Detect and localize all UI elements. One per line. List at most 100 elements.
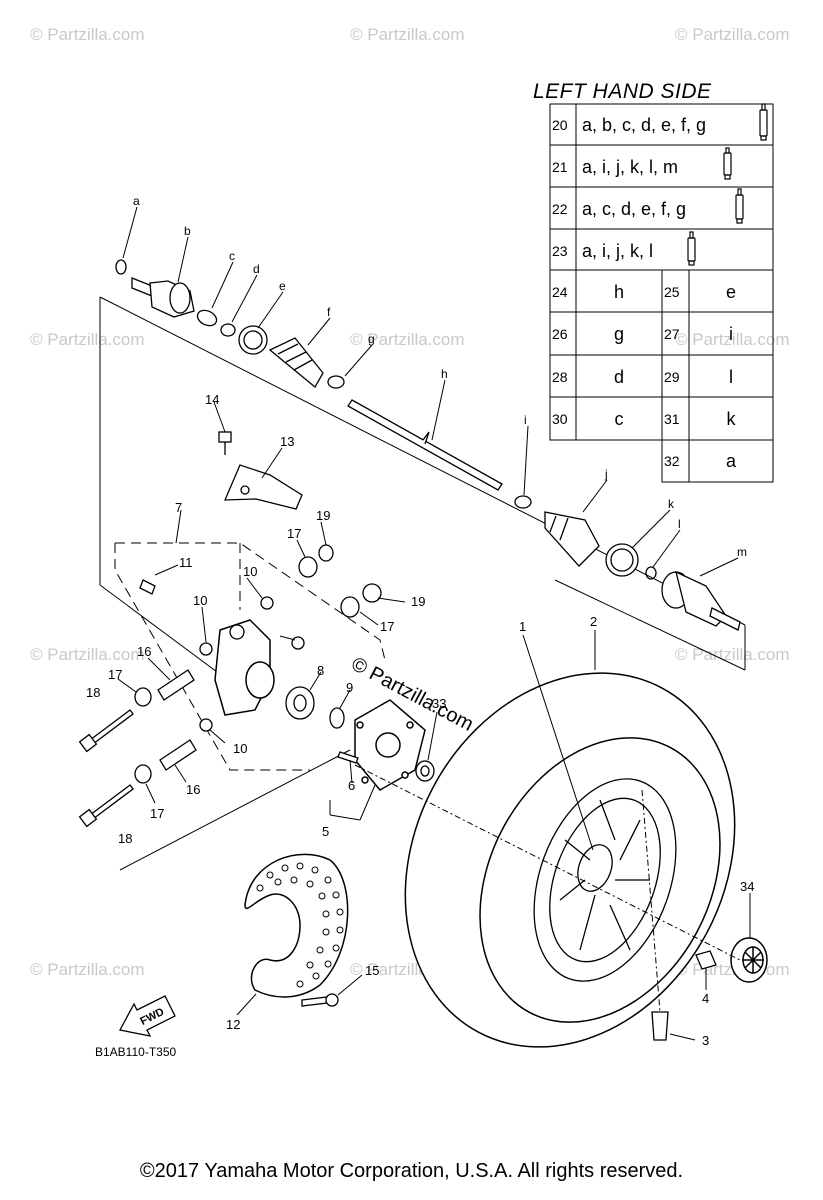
callout-label: 17: [380, 619, 394, 634]
copyright-notice: ©2017 Yamaha Motor Corporation, U.S.A. A…: [139, 1160, 684, 1182]
callout-label: 11: [179, 555, 193, 570]
nut-33: [415, 760, 435, 782]
letter-label: c: [229, 249, 235, 263]
table-row-number: 24: [552, 284, 568, 300]
wheel-nut-4: [695, 950, 717, 970]
callout-label: 14: [205, 392, 219, 407]
boot-j: [544, 511, 600, 567]
grease-tube-icon: [723, 147, 732, 180]
table-row-text: g: [614, 324, 624, 344]
watermark: © Partzilla.com: [350, 25, 465, 44]
table-row-text: a: [726, 451, 737, 471]
letter-label: j: [604, 467, 608, 481]
callout-label: 9: [346, 680, 353, 695]
table-row-text: l: [729, 367, 733, 387]
callout-label: 15: [365, 963, 379, 978]
table-row-number: 29: [664, 369, 680, 385]
bolts-18: [78, 709, 134, 828]
watermark: © Partzilla.com: [30, 330, 145, 349]
grease-tube-icon: [735, 188, 744, 224]
bearing-8: [285, 686, 315, 720]
table-row-text: h: [614, 282, 624, 302]
callout-label: 34: [740, 879, 754, 894]
bracket-13: [224, 464, 303, 510]
band-e: [238, 325, 268, 355]
table-row-text: a, i, j, k, l, m: [582, 157, 678, 177]
callout-label: 3: [702, 1033, 709, 1048]
cv-joint-inner: [131, 277, 195, 318]
letter-label: m: [737, 545, 747, 559]
callout-label: 4: [702, 991, 709, 1006]
watermark: © Partzilla.com: [675, 645, 790, 664]
leader-lines: [117, 206, 751, 1041]
bolt-14: [218, 431, 232, 455]
callout-label: 1: [519, 619, 526, 634]
letter-label: i: [524, 413, 527, 427]
table-row-number: 20: [552, 117, 568, 133]
letter-label: f: [327, 305, 331, 319]
callout-label: 12: [226, 1017, 240, 1032]
letter-label: e: [279, 279, 286, 293]
table-row-text: i: [729, 324, 733, 344]
table-row-number: 26: [552, 326, 568, 342]
watermark: © Partzilla.com: [30, 645, 145, 664]
band-g: [327, 375, 345, 389]
table-row-number: 27: [664, 326, 680, 342]
grease-tube-icon: [759, 103, 768, 141]
table-row-number: 21: [552, 159, 568, 175]
callout-label: 17: [287, 526, 301, 541]
center-cap-34: [730, 937, 768, 983]
letter-label: l: [678, 517, 681, 531]
table-row-number: 28: [552, 369, 568, 385]
letter-label: b: [184, 224, 191, 238]
left-hand-side-table: LEFT HAND SIDE 20 a, b, c, d,: [533, 80, 774, 483]
callout-label: 16: [137, 644, 151, 659]
table-row-number: 23: [552, 243, 568, 259]
watermark: © Partzilla.com: [30, 25, 145, 44]
fwd-arrow-icon: FWD: [119, 995, 176, 1037]
band-k: [605, 543, 639, 577]
table-row-text: a, b, c, d, e, f, g: [582, 115, 706, 135]
table-row-text: a, i, j, k, l: [582, 241, 653, 261]
circlip-a: [115, 259, 127, 275]
callout-label: 5: [322, 824, 329, 839]
grease-tube-icon: [687, 231, 696, 266]
callout-label: 8: [317, 663, 324, 678]
dash-dot-axis: [354, 764, 741, 1013]
letter-label: h: [441, 367, 448, 381]
watermark: © Partzilla.com: [675, 330, 790, 349]
hub-5: [354, 699, 426, 791]
knuckle: [214, 619, 275, 716]
letter-label: d: [253, 262, 260, 276]
circlip-c: [196, 309, 218, 327]
callout-label: 17: [108, 667, 122, 682]
callout-label: 16: [186, 782, 200, 797]
letter-label: a: [133, 194, 140, 208]
boot-f: [268, 337, 324, 388]
grease-nipple-11: [139, 579, 156, 595]
callout-label: 7: [175, 500, 182, 515]
callout-label: 19: [411, 594, 425, 609]
band-i: [514, 495, 532, 509]
callout-label: 19: [316, 508, 330, 523]
letter-label: g: [368, 332, 375, 346]
valve-3: [651, 1011, 669, 1041]
table-row-number: 32: [664, 453, 680, 469]
wheel-rim-1: [533, 778, 677, 982]
letter-labels: a b c d e f g h i j k l m: [133, 194, 747, 559]
callout-label: 13: [280, 434, 294, 449]
callout-label: 17: [150, 806, 164, 821]
table-row-number: 30: [552, 411, 568, 427]
cv-joint-outer-m: [661, 570, 741, 631]
watermark: © Partzilla.com: [350, 330, 465, 349]
table-row-number: 31: [664, 411, 680, 427]
diagram-code: B1AB110-T350: [95, 1045, 176, 1059]
table-row-text: d: [614, 367, 624, 387]
callout-label: 33: [432, 696, 446, 711]
callout-label: 18: [86, 685, 100, 700]
circlip-9: [329, 707, 345, 729]
drive-shaft-h: [347, 399, 503, 491]
table-title: LEFT HAND SIDE: [533, 80, 712, 103]
brake-disc-12: [244, 853, 349, 998]
